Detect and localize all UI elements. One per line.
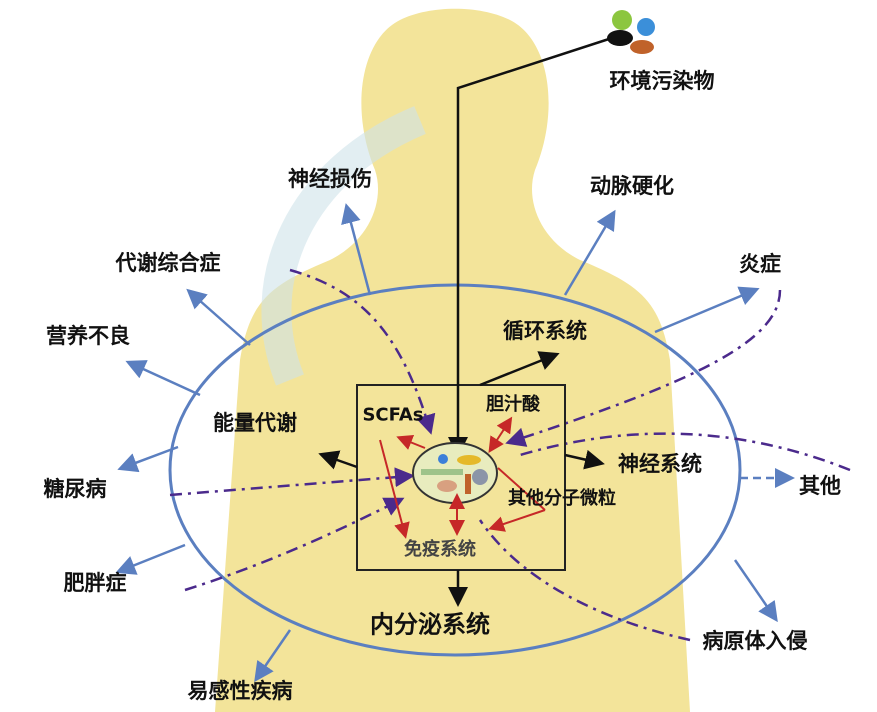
label-pathogen-invasion: 病原体入侵 bbox=[702, 629, 808, 653]
body-ellipse bbox=[168, 283, 742, 657]
pollutant-icon bbox=[607, 10, 655, 54]
label-malnutrition: 营养不良 bbox=[46, 324, 130, 348]
label-energy-metabolism: 能量代谢 bbox=[213, 411, 297, 435]
label-other: 其他 bbox=[799, 474, 841, 498]
label-inflammation: 炎症 bbox=[739, 252, 781, 276]
label-bile-acid: 胆汁酸 bbox=[486, 394, 540, 415]
label-pollutants: 环境污染物 bbox=[609, 69, 715, 93]
red-arrows bbox=[379, 416, 546, 539]
gut-microbiota-ellipse bbox=[412, 442, 498, 504]
label-other-particles: 其他分子微粒 bbox=[508, 488, 616, 509]
label-endocrine-system: 内分泌系统 bbox=[370, 610, 490, 639]
label-atherosclerosis: 动脉硬化 bbox=[590, 174, 674, 198]
label-scfas: SCFAs bbox=[362, 404, 424, 426]
human-body-silhouette bbox=[215, 8, 690, 712]
logo-watermark-swirl bbox=[261, 106, 426, 386]
dash-dot-lines bbox=[169, 268, 851, 642]
label-obesity: 肥胖症 bbox=[63, 571, 127, 595]
black-arrows bbox=[318, 36, 613, 607]
blue-arrows bbox=[115, 203, 795, 683]
label-metabolic-syndrome: 代谢综合症 bbox=[115, 251, 221, 275]
label-nervous-system: 神经系统 bbox=[618, 452, 702, 476]
label-nerve-damage: 神经损伤 bbox=[288, 167, 372, 191]
label-immune-system: 免疫系统 bbox=[404, 539, 476, 560]
label-circulation: 循环系统 bbox=[503, 319, 587, 343]
label-diabetes: 糖尿病 bbox=[43, 477, 107, 501]
label-susceptible-disease: 易感性疾病 bbox=[187, 679, 293, 703]
gut-box bbox=[356, 384, 566, 571]
